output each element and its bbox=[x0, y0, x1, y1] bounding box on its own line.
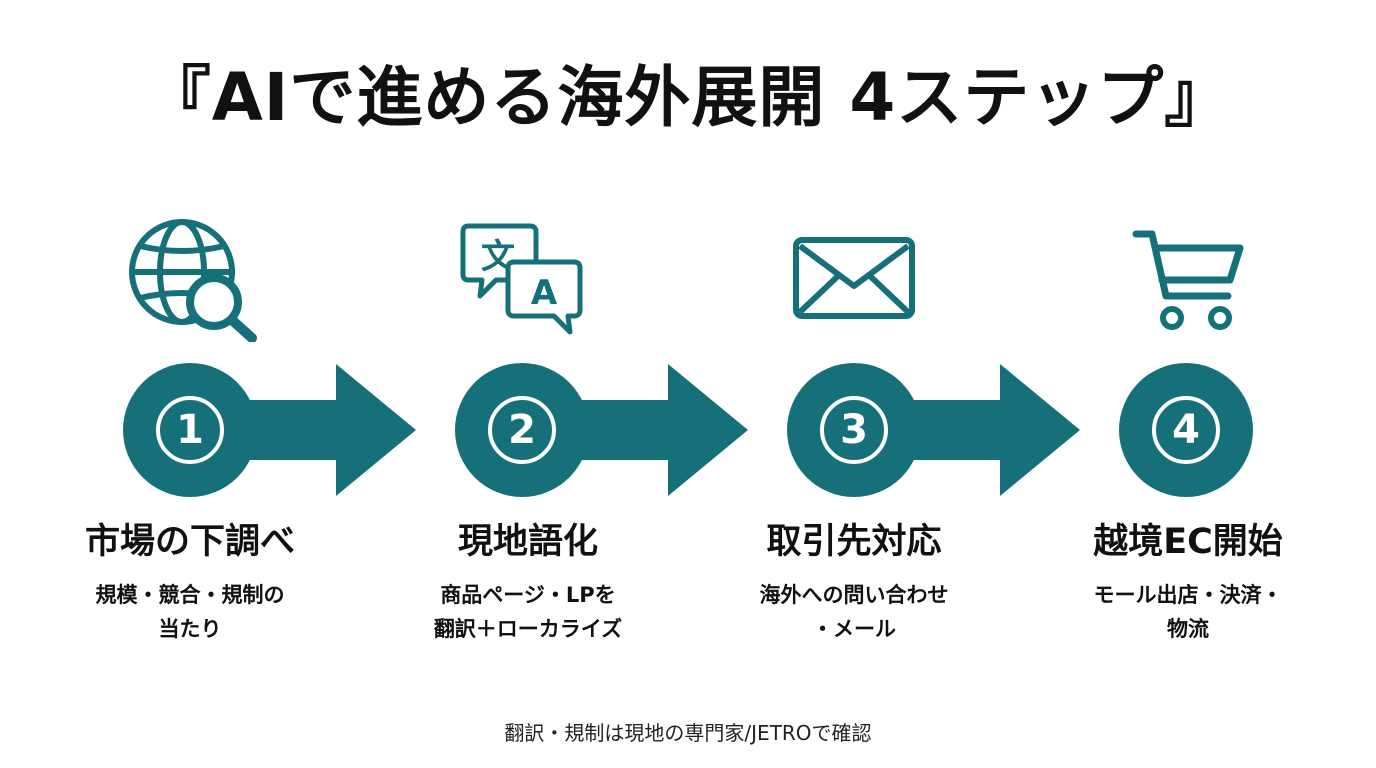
step-2-desc: 商品ページ・LPを 翻訳＋ローカライズ bbox=[368, 578, 688, 646]
translate-icon: 文 A bbox=[460, 223, 583, 335]
step-4-number: 4 bbox=[1152, 396, 1220, 464]
step-4-title: 越境EC開始 bbox=[1093, 522, 1283, 562]
step-3-desc: 海外への問い合わせ ・メール bbox=[694, 578, 1014, 646]
step-2-desc-line-2: 翻訳＋ローカライズ bbox=[433, 617, 623, 641]
step-4-circle: 4 bbox=[1119, 363, 1253, 497]
step-2-title: 現地語化 bbox=[457, 522, 598, 562]
step-1-title: 市場の下調べ bbox=[84, 522, 295, 562]
step-2-circle: 2 bbox=[455, 363, 589, 497]
step-4-desc-line-2: 物流 bbox=[1167, 617, 1209, 641]
step-3-circle: 3 bbox=[787, 363, 921, 497]
footnote: 翻訳・規制は現地の専門家/JETROで確認 bbox=[504, 721, 872, 745]
cart-icon bbox=[1132, 230, 1244, 330]
step-4-desc: モール出店・決済・ 物流 bbox=[1028, 578, 1348, 646]
page-title: 『AIで進める海外展開 4ステップ』 bbox=[144, 59, 1232, 136]
step-1-desc-line-1: 規模・競合・規制の bbox=[95, 583, 285, 607]
arrow-1-to-2 bbox=[190, 364, 416, 496]
step-1-circle: 1 bbox=[123, 363, 257, 497]
step-2-number: 2 bbox=[488, 396, 556, 464]
step-3-title: 取引先対応 bbox=[766, 522, 942, 562]
step-1-desc-line-2: 当たり bbox=[158, 617, 222, 641]
mail-icon bbox=[793, 237, 915, 319]
globe-search-icon bbox=[129, 219, 257, 342]
step-3-desc-line-2: ・メール bbox=[812, 617, 896, 641]
arrow-3-to-4 bbox=[854, 364, 1080, 496]
translate-target-glyph: A bbox=[531, 273, 558, 313]
step-2-desc-line-1: 商品ページ・LPを bbox=[440, 583, 616, 607]
step-3-number: 3 bbox=[820, 396, 888, 464]
arrow-2-to-3 bbox=[522, 364, 748, 496]
step-1-number: 1 bbox=[156, 396, 224, 464]
step-4-desc-line-1: モール出店・決済・ bbox=[1093, 583, 1283, 607]
step-3-desc-line-1: 海外への問い合わせ bbox=[759, 583, 949, 607]
step-1-desc: 規模・競合・規制の 当たり bbox=[30, 578, 350, 646]
